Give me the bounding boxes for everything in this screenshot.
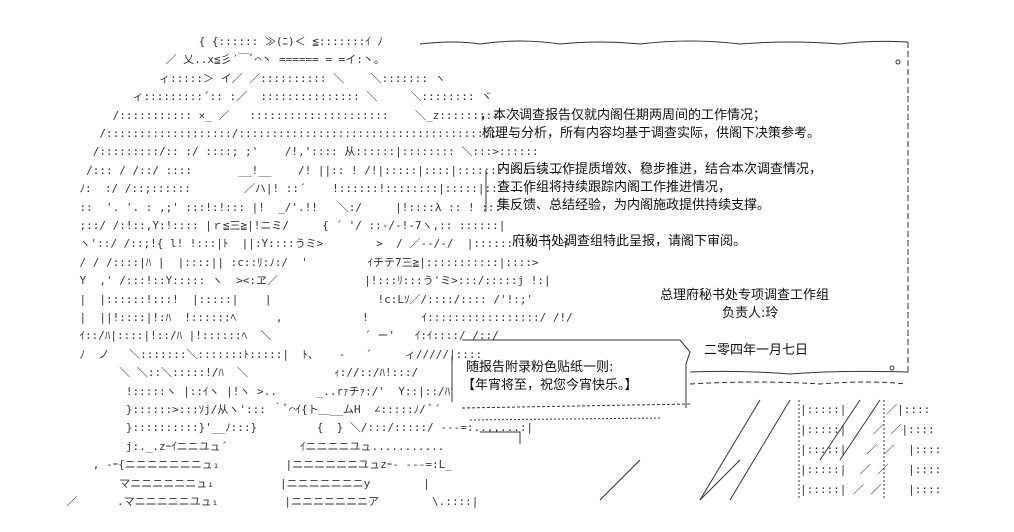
report-line-5: 集反馈、总结经验，为内阁施政提供持续支撑。 [497, 198, 771, 213]
ascii-row: | |::::::!:::! |:::::| | !c:Lｿ／/::::/:::… [0, 292, 534, 306]
report-line-4: 查工作组将持续跟踪内阁工作推进情况， [497, 180, 732, 195]
ascii-row: ィ:::::＞ イ／ ／:::::::::: ＼ ＼::::::: ヽ [0, 71, 446, 85]
ascii-row: | ||!::::|!:ﾊ !::::::ﾍ , ! ｲ::::::::::::… [0, 311, 573, 324]
ascii-row: ／ 乂..x≦彡´￣ﾞ⌒丶 ====== = =イ:丶。 [0, 53, 385, 67]
ascii-row: / / /::::|ﾊ | |::::|| :c::ﾘ:ﾉ:/ ' ｲチテ7三≧… [0, 255, 539, 269]
ascii-row: ＼ ＼::＼:::::!/ﾊ ＼ ｨ://::/ﾊ!:::/ [0, 366, 419, 380]
ascii-row: ;::/ /:!::,Y:!:::: |ｒ≦三≧|!ニミ/ { ´ '/ ::-… [0, 219, 506, 232]
ascii-row: ﾉ: :/ /::;:::::: ／ハ|! ::´ !::::::!::::::… [0, 182, 531, 196]
ascii-row: ﾉ ノ ＼:::::::＼:::::::ﾄ:::::| ﾄ、 - ´ ィ////… [0, 347, 502, 361]
sticky-note-line-2: 【年宵将至，祝您今宵快乐。】 [462, 378, 638, 393]
ascii-row-right: |:::::| ／ ／ |:::: [800, 443, 942, 456]
ascii-row: j:._.zｰｲニニユュ´ ｲニニニニユュ........... [0, 439, 445, 453]
ascii-row: :: '. '. : ,;' :::!:!::: |! _/'.!! ＼:/ |… [0, 200, 502, 214]
ascii-row: マニニニニニニュ₁ |ニニニニニニニy | [0, 476, 430, 490]
report-date: 二零四年一月七日 [704, 343, 809, 358]
report-line-6: 府秘书处调查组特此呈报，请阁下审阅。 [512, 234, 747, 249]
ascii-row: }::::::>:::ｿj/从ヽ'::: ｀ﾞ⌒ｲ{ト＿__ムH ∠:::::ﾉ… [0, 403, 441, 416]
ascii-row: !:::::ヽ |::ｲヽ |!ヽ >.. _..rｧチｧ:/' Y::|::/… [0, 384, 451, 398]
report-line-3: 内阁后续工作提质增效、稳步推进，结合本次调查情况， [497, 162, 823, 177]
signature-lead: 负责人:玲 [722, 306, 779, 321]
ascii-row: /:::::::::::::::::::/:::::::::::::::::::… [0, 127, 530, 140]
ascii-row: }::::::::::}'__ﾉ:::} { } ＼/:::/:::::/ --… [0, 421, 534, 435]
signature-org: 总理府秘书处专项调查工作组 [660, 288, 830, 303]
ascii-row: ｲ::/ﾊ|::::|!::/ﾊ |!::::::ﾍ ＼ ´ ー' ｲ:ｲ:::… [0, 329, 499, 343]
ascii-row: /:::::::::/:: :/ ::::; ;' /!,':::: 从::::… [0, 145, 539, 159]
report-line-2: 梳理与分析，所有内容均基于调查实际，供阁下决策参考。 [482, 126, 821, 141]
ascii-row-right: |:::::| ／ ／ |:::: [800, 463, 942, 476]
ascii-row: { {:::::: ≫(ﾆ)＜ ≦:::::::ｲ ﾉ [0, 35, 383, 48]
ascii-row: /::::::::::: ×_ ／ ::::::::::::::::::::: … [0, 108, 524, 122]
ascii-row: ／ .マニニニニニユュ₁ |ニニニニニニニア \.::::| [0, 495, 479, 508]
ascii-row: ィ:::::::::´:: :／ ::::::::::::::: ＼ ＼::::… [0, 90, 493, 104]
ascii-row: ヽ'::/ /::;!{ l! !:::|ﾄ ||:Y::::うミ> > / ／… [0, 237, 571, 251]
ascii-row-right: |:::::| ／ ／ |:::: [800, 483, 942, 496]
ascii-row: Y ,' /:::!::Y::::: ヽ ><:ヱ／ |!:::ﾘ:::う'ミ>… [0, 274, 551, 288]
sticky-note-line-1: 随报告附录粉色贴纸一则: [466, 360, 614, 375]
ascii-row: , -ｰ{ニニニニニニニュ₁ |ニニニニニニユュzｰ- ---=:L_ [0, 458, 452, 472]
report-line-1: ，本次调查报告仅就内阁任期两周间的工作情况； [480, 108, 767, 123]
ascii-row: /::: / /::/ :::: __!__ /! ||:: ! /!|::::… [0, 163, 570, 177]
ascii-row-right: |:::::| ／|:::: [800, 403, 931, 416]
ascii-row-right: |:::::| ／ ／|:::: [800, 423, 935, 436]
